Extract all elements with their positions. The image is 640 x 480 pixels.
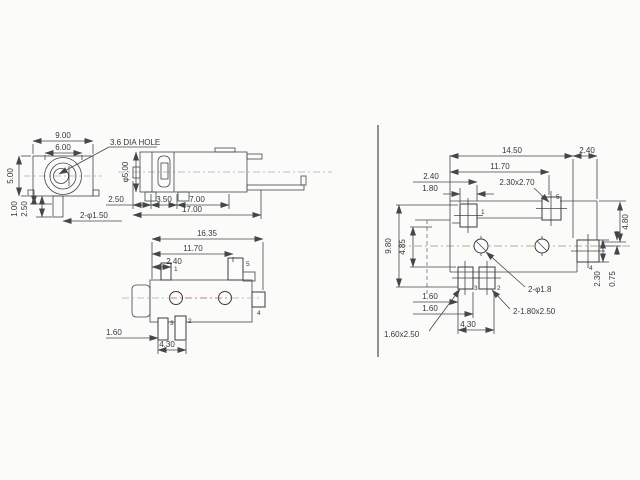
side-dim-barrel-dia: φ5.00 — [121, 161, 130, 182]
front-barrel-inner-circle — [49, 162, 77, 190]
pcb-dim-pad3-x: 1.60 — [422, 292, 438, 301]
side-foot-2 — [177, 191, 190, 202]
plan-dim-pitch: 4.30 — [159, 340, 175, 349]
plan-pin-4-label: 4 — [257, 310, 261, 317]
front-center-pin — [52, 195, 64, 218]
plan-dim-pin1: 2.40 — [166, 257, 182, 266]
plan-body-outline — [149, 279, 253, 323]
front-dim-pin-length: 2.50 — [20, 201, 29, 217]
side-dim-total: 17.00 — [182, 205, 203, 214]
front-view: 9.00 6.00 5.00 1.00 2.50 2-φ1.50 3.6 DIA… — [6, 131, 160, 224]
front-pin-note: 2-φ1.50 — [80, 211, 108, 220]
pcb-pad-1-label: 1 — [481, 209, 485, 216]
front-view-dimensions: 9.00 6.00 5.00 1.00 2.50 2-φ1.50 3.6 DIA… — [6, 131, 160, 224]
side-dim-mid: 3.50 — [156, 195, 172, 204]
front-dim-width-inner: 6.00 — [55, 143, 71, 152]
side-long-pin — [246, 184, 305, 191]
pcb-pad-4-label: 4 — [589, 265, 593, 272]
pcb-dim-pad3-w: 1.60 — [422, 304, 438, 313]
side-view-dimensions: φ5.00 2.50 3.50 7.00 17.00 — [106, 151, 262, 219]
plan-view-body: 1 5 4 3 2 — [122, 257, 266, 341]
plan-pin-1-label: 1 — [174, 266, 178, 273]
front-dim-height: 5.00 — [6, 168, 15, 184]
pcb-dim-holes-y: 4.85 — [398, 239, 407, 255]
pcb-holes — [473, 236, 550, 256]
side-switch-contact — [160, 162, 169, 180]
pcb-pad-2-label: 2 — [497, 285, 501, 292]
pcb-pad-note: 2-1.80x2.50 — [513, 307, 556, 316]
pcb-pads: 1 5 4 3 2 — [452, 191, 605, 295]
side-front-stub — [132, 166, 141, 179]
plan-pin-3 — [157, 317, 169, 341]
front-hole-note: 3.6 DIA HOLE — [110, 138, 160, 147]
pcb-dim-pad4-h: 2.30 — [593, 271, 602, 287]
plan-barrel-cap — [131, 284, 151, 318]
pcb-dim-pitch: 4.30 — [460, 320, 476, 329]
pcb-dim-pad4-y: 4.80 — [621, 214, 630, 230]
pcb-pad3-size-note: 1.60x2.50 — [384, 330, 420, 339]
side-dim-pitch: 7.00 — [189, 195, 205, 204]
side-switch-window — [157, 155, 171, 188]
pcb-dim-row: 14.50 — [502, 146, 523, 155]
pcb-dim-pad1-w: 1.80 — [422, 184, 438, 193]
pcb-outline — [415, 155, 598, 295]
front-dim-width-outer: 9.00 — [55, 131, 71, 140]
pcb-dim-pad4-off: 0.75 — [608, 271, 617, 287]
side-view: φ5.00 2.50 3.50 7.00 17.00 — [106, 147, 332, 219]
side-top-boss — [214, 147, 236, 153]
pcb-pad-5-label: 5 — [556, 194, 560, 201]
pcb-pad-3 — [457, 266, 474, 290]
plan-pin-3-label: 3 — [170, 320, 174, 327]
side-pin-hook — [300, 175, 307, 186]
plan-dim-total: 16.35 — [197, 229, 218, 238]
front-right-tab — [92, 189, 100, 197]
pcb-dim-height: 9.80 — [384, 238, 393, 254]
pcb-pad-5 — [541, 196, 562, 221]
side-foot-1 — [144, 191, 157, 202]
plan-pin-5-label: 5 — [246, 261, 250, 268]
pcb-pad5-size-note: 2.30x2.70 — [499, 178, 535, 187]
pcb-dimensions: 14.50 2.40 11.70 2.40 1.80 2.30x2.70 9.8… — [384, 146, 630, 339]
plan-pin-5-tab — [242, 271, 256, 282]
pcb-pad-1 — [459, 203, 478, 228]
pcb-view: 1 5 4 3 2 14.50 2.40 11.70 2.40 1.80 2.3… — [377, 125, 632, 357]
pcb-dim-pad1-x: 2.40 — [423, 172, 439, 181]
pcb-dim-pad5-x: 11.70 — [490, 162, 510, 171]
side-right-tab — [246, 153, 263, 160]
plan-pin-2-label: 2 — [188, 318, 192, 325]
pcb-pad-3-label: 3 — [474, 285, 478, 292]
pcb-pad-4 — [576, 239, 600, 263]
side-view-body — [132, 147, 307, 202]
front-dim-pin-step: 1.00 — [10, 201, 19, 217]
plan-pin-5 — [227, 257, 244, 281]
pcb-hole-note: 2-φ1.8 — [528, 285, 552, 294]
pcb-dim-pad4-w: 2.40 — [579, 146, 595, 155]
side-dim-front: 2.50 — [108, 195, 124, 204]
plan-view-dimensions: 16.35 11.70 2.40 1.60 4.30 — [106, 229, 264, 354]
plan-dim-pin3: 1.60 — [106, 328, 122, 337]
pcb-pad-2 — [478, 266, 496, 290]
plan-pin-4 — [251, 291, 266, 308]
front-view-body — [27, 155, 100, 218]
front-barrel-outer-circle — [44, 157, 82, 195]
plan-view: 1 5 4 3 2 16.35 11.70 2.40 1.60 4.30 — [106, 229, 266, 354]
plan-pin-2 — [174, 315, 187, 341]
plan-dim-pin5: 11.70 — [183, 244, 203, 253]
